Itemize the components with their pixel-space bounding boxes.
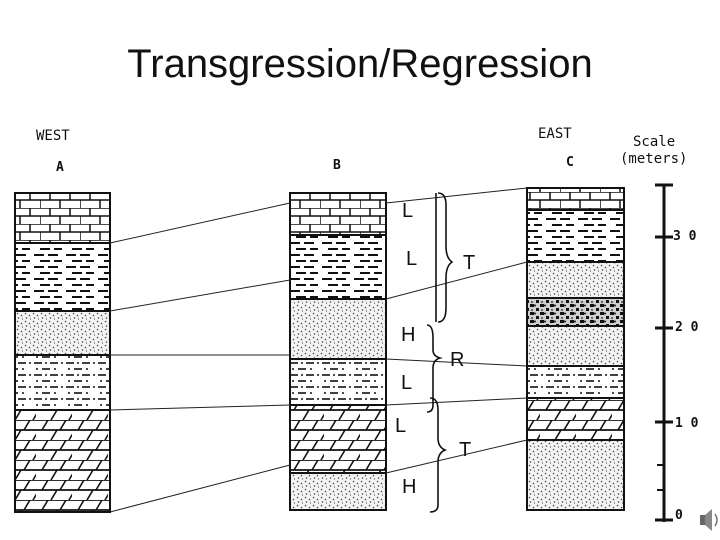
column-a-shale [15,243,110,311]
column-b-sandstone [290,299,386,359]
scale-bar [655,183,673,522]
regression-bracket [426,324,443,413]
column-a-siltstone [15,355,110,410]
column-a-limestone [15,193,110,243]
scale-tick-30: 3 0 [673,229,697,244]
scale-tick-0: 0 [675,508,683,523]
annotation-l-4: L [395,415,407,437]
column-c-dolomite [527,398,624,440]
scale-tick-10: 1 0 [675,416,699,431]
column-c-sandstone-lower [527,440,624,510]
column-c-label: C [566,155,574,170]
bracket-label-regression: R [450,349,465,371]
column-b-sandstone-lower [290,473,386,510]
west-label: WEST [36,128,70,144]
transgression-bracket-lower [429,397,448,513]
column-b-shale [290,235,386,299]
annotation-l-2: L [406,248,418,270]
column-b-siltstone [290,359,386,405]
column-a-label: A [56,160,64,175]
transgression-bracket-upper [435,192,454,323]
column-c-limestone [527,188,624,210]
column-b-limestone [290,193,386,235]
column-c [526,187,625,511]
column-c-sandstone-2 [527,326,624,366]
east-label: EAST [538,126,572,142]
correlation-lines [109,187,528,513]
column-b-label: B [333,158,341,173]
scale-units-label: (meters) [620,151,688,167]
annotation-l-3: L [401,372,413,394]
column-c-siltstone [527,366,624,398]
column-b [289,192,387,511]
column-c-sandstone [527,262,624,298]
column-a-sandstone [15,311,110,355]
annotation-l-1: L [402,200,414,222]
scale-label: Scale [633,134,676,150]
annotation-h-2: H [402,476,417,498]
annotation-h-1: H [401,324,416,346]
speaker-icon[interactable] [700,509,718,531]
slide-title: Transgression/Regression [127,42,593,86]
column-c-coarse-sandstone [527,298,624,326]
scale-tick-20: 2 0 [675,320,699,335]
column-c-shale [527,210,624,262]
column-a-dolomite [15,410,110,512]
column-a [14,192,111,513]
bracket-label-transgression-1: T [463,252,476,274]
column-b-dolomite [290,405,386,473]
